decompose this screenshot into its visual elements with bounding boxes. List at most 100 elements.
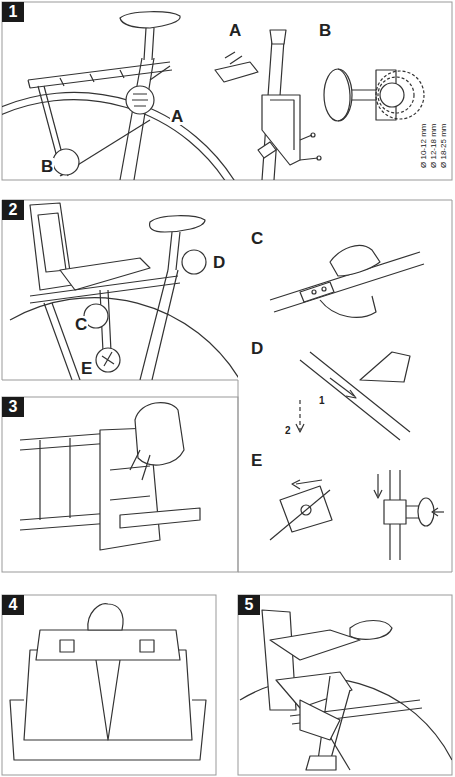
handlebar-grip [350,621,392,640]
seat-post [168,232,180,270]
buckle-slot [60,640,154,652]
saddle [150,216,205,232]
footrest [300,700,340,740]
clamp-mark [102,352,114,366]
hand [135,403,184,465]
hole [322,287,326,291]
tube [300,352,410,440]
panel-frame [2,595,216,775]
hand [320,296,376,317]
callout-letter: B [318,22,332,39]
panel-frame [2,2,452,180]
callout-letter: A [170,108,184,125]
panel-frame [2,397,238,572]
seat-tube [140,270,178,380]
panel-tab [238,595,260,615]
callout-circle [182,250,206,274]
seat-base [60,258,150,290]
hand [88,604,123,630]
rack-strut [44,303,80,380]
seat-front [10,604,206,760]
callout-letter: A [228,22,242,39]
panel-tab [2,397,24,417]
seat-shell [24,650,192,740]
panel-tab [2,2,24,22]
callout-letter: E [80,360,93,377]
arrowhead [346,390,356,398]
panel-number: 1 [2,2,24,22]
finger [130,450,150,480]
crotch-strap [96,660,120,740]
rack-bar [60,70,124,86]
rack-top [30,276,180,303]
step-number: 2 [284,426,292,436]
panel-frame [2,200,452,572]
dimension-label: Ø 10-12 mm [420,124,428,168]
arrowhead [432,508,438,516]
callout-letter: D [212,254,226,271]
step-number: 1 [318,396,326,406]
panel-number: 2 [2,200,24,220]
rear-wheel [2,100,232,180]
clamp-half [258,142,276,158]
child-arm [270,630,360,660]
arrowhead [292,480,300,489]
bicycle-rear [2,12,424,180]
callout-letter: D [250,340,264,357]
dimension-label: Ø 18-25 mm [440,124,448,168]
strap-slot [300,282,334,302]
panel-tabs [2,2,260,615]
panel-tab [2,595,24,615]
locking-plate [120,508,200,528]
screw [300,135,318,160]
child-seated [240,610,452,770]
movement-arrow [377,474,378,496]
tube [270,490,330,540]
hole [312,290,316,294]
panel-number: 5 [238,595,260,615]
knob [338,69,350,121]
seat-top [36,630,180,660]
callout-letter: C [74,316,88,333]
rack-stay [150,66,170,80]
clamp-block [215,62,258,82]
seat-back [38,213,66,272]
saddle [120,12,180,28]
rear-wheel [10,298,238,380]
knob [324,69,352,121]
seat-mounting [10,203,238,380]
rack [10,700,206,760]
seat-post [144,28,154,60]
tube-top [270,30,286,44]
screw-head [317,156,321,160]
hand [330,246,380,276]
movement-arrow [434,511,444,512]
callout-letter: C [250,230,264,247]
detail-views [270,246,444,560]
clamp-side [384,500,406,524]
panel-number: 4 [2,595,24,615]
seat-fitting [360,352,410,382]
dimension-label: Ø 12-18 mm [430,124,438,168]
tube-size [376,71,424,119]
clamp-mark [132,94,148,106]
rack-mounting [20,403,200,550]
bracket-slot [110,466,150,500]
panel-tab [2,200,24,220]
tube-section [380,83,404,107]
callout-circle [53,149,79,175]
callout-circle [96,348,120,372]
callout-letter: B [40,158,54,175]
rack-bar [40,438,70,520]
callout-letter: E [250,452,263,469]
child-shoe [306,756,336,770]
screw-head [311,133,315,137]
panel-frame [238,595,452,775]
callout-circle [126,86,154,114]
movement-arrow [330,378,354,396]
arrowhead [296,424,304,432]
movement-arrow [299,400,300,430]
tube-size [378,77,414,113]
